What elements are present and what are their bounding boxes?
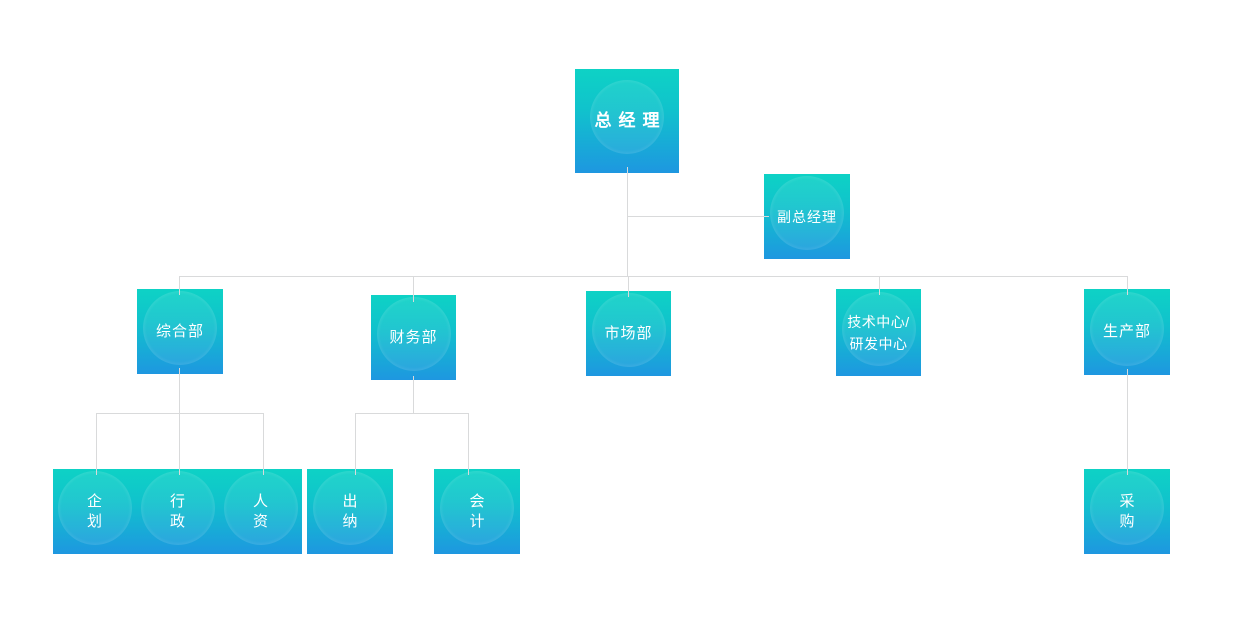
node-general-department-label: 综合部 [155,322,204,340]
connector-gm-trunk-vertical [627,167,628,277]
node-accounting-cell: 会 计 [434,469,520,554]
node-finance-department-label: 财务部 [389,328,438,346]
node-deputy-general-manager: 副总经理 [764,174,850,259]
node-general-dept-units-group: 企 划 行 政 人 资 [53,469,302,554]
node-cashier: 出 纳 [307,469,393,554]
connector-drop-human-resources [263,414,264,475]
node-accounting-label: 会 计 [469,492,485,530]
node-finance-department-cell: 财务部 [371,295,456,380]
connector-drop-general-dept [179,277,180,295]
connector-drop-marketing-dept [628,277,629,297]
node-finance-department: 财务部 [371,295,456,380]
node-general-department-cell: 综合部 [137,289,223,374]
connector-drop-production-dept [1127,277,1128,295]
node-production-department-label: 生产部 [1102,323,1151,340]
node-planning: 企 划 [53,469,136,554]
node-deputy-general-manager-label: 副总经理 [777,208,837,225]
node-procurement-cell: 采 购 [1084,469,1170,554]
connector-production-stem [1127,369,1128,475]
node-administration-label: 行 政 [169,492,185,530]
node-human-resources-label: 人 资 [252,492,268,530]
node-deputy-general-manager-cell: 副总经理 [764,174,850,259]
node-cashier-label: 出 纳 [342,492,358,530]
node-marketing-department-cell: 市场部 [586,291,671,376]
node-tech-rd-center-label: 技术中心/ 研发中心 [847,313,910,352]
connector-finance-children-bar [355,413,469,414]
node-cashier-cell: 出 纳 [307,469,393,554]
node-tech-rd-center: 技术中心/ 研发中心 [836,289,921,376]
node-production-department-cell: 生产部 [1084,289,1170,375]
node-marketing-department-label: 市场部 [604,324,653,342]
connector-drop-planning [96,414,97,475]
connector-drop-finance-dept [413,277,414,302]
node-general-manager-cell: 总经理 [575,69,679,173]
connector-drop-tech-center [879,277,880,295]
connector-drop-administration [179,414,180,475]
connector-finance-dept-stem [413,376,414,414]
node-general-manager: 总经理 [575,69,679,173]
node-human-resources: 人 资 [219,469,302,554]
connector-general-children-bar [96,413,264,414]
node-administration: 行 政 [136,469,219,554]
connector-deputy-branch [627,216,769,217]
connector-drop-cashier [355,414,356,475]
connector-trunk-horizontal [179,276,1128,277]
node-general-manager-label: 总经理 [594,111,667,130]
node-accounting: 会 计 [434,469,520,554]
node-planning-label: 企 划 [86,492,102,530]
node-tech-rd-center-cell: 技术中心/ 研发中心 [836,289,921,376]
node-production-department: 生产部 [1084,289,1170,375]
node-general-department: 综合部 [137,289,223,374]
connector-drop-accounting [468,414,469,475]
connector-general-dept-stem [179,368,180,414]
node-procurement-label: 采 购 [1119,492,1135,530]
node-marketing-department: 市场部 [586,291,671,376]
node-procurement: 采 购 [1084,469,1170,554]
